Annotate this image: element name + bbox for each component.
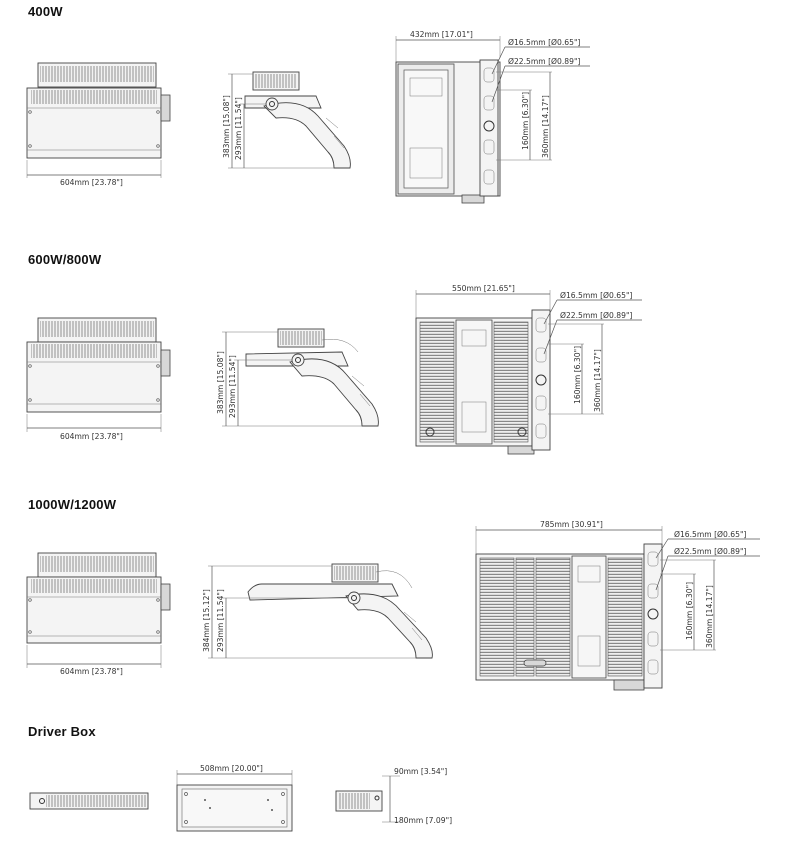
front-width-label-1000w-1200w: 604mm [23.78"]	[60, 667, 123, 676]
hole-small-label-600w-800w: Ø16.5mm [Ø0.65"]	[560, 291, 632, 300]
top-width-label-600w-800w: 550mm [21.65"]	[452, 284, 515, 293]
bracket-long-label-1000w-1200w: 360mm [14.17"]	[705, 585, 714, 648]
section-title-400w: 400W	[28, 4, 63, 19]
side-view-600w-800w	[245, 328, 379, 427]
bracket-short-label-1000w-1200w: 160mm [6.30"]	[685, 582, 694, 640]
hole-large-label-1000w-1200w: Ø22.5mm [Ø0.89"]	[674, 547, 746, 556]
section-title-600w-800w: 600W/800W	[28, 252, 102, 267]
driver-box-side-view: 90mm [3.54"] 180mm [7.09"]	[335, 767, 452, 825]
side-pivot-height-label-1000w-1200w: 293mm [11.54"]	[216, 589, 225, 652]
hole-small-label-400w: Ø16.5mm [Ø0.65"]	[508, 38, 580, 47]
hole-large-label-400w: Ø22.5mm [Ø0.89"]	[508, 57, 580, 66]
side-total-height-label-600w-800w: 383mm [15.08"]	[216, 351, 225, 414]
side-view-400w	[244, 71, 351, 169]
front-view-400w	[26, 62, 171, 159]
front-width-dimension-400w: 604mm [23.78"]	[26, 160, 162, 187]
top-dimensions-400w: 432mm [17.01"] Ø16.5mm [Ø0.65"] Ø22.5mm …	[395, 30, 590, 161]
top-dimensions-600w-800w: 550mm [21.65"] Ø16.5mm [Ø0.65"] Ø22.5mm …	[415, 284, 642, 415]
driver-box-length-label: 508mm [20.00"]	[200, 764, 263, 773]
top-view-600w-800w	[415, 309, 551, 455]
side-height-dimensions-400w: 383mm [15.08"] 293mm [11.54"]	[222, 73, 334, 169]
driver-box-height-label: 90mm [3.54"]	[394, 767, 447, 776]
driver-box-depth-label: 180mm [7.09"]	[394, 816, 452, 825]
side-total-height-label-400w: 383mm [15.08"]	[222, 95, 231, 158]
bracket-short-label-400w: 160mm [6.30"]	[521, 92, 530, 150]
bracket-short-label-600w-800w: 160mm [6.30"]	[573, 346, 582, 404]
hole-small-label-1000w-1200w: Ø16.5mm [Ø0.65"]	[674, 530, 746, 539]
top-view-400w	[395, 59, 501, 204]
front-width-dimension-1000w-1200w: 604mm [23.78"]	[26, 645, 162, 676]
bracket-long-label-600w-800w: 360mm [14.17"]	[593, 349, 602, 412]
top-width-label-400w: 432mm [17.01"]	[410, 30, 473, 39]
side-pivot-height-label-400w: 293mm [11.54"]	[234, 97, 243, 160]
front-width-label-600w-800w: 604mm [23.78"]	[60, 432, 123, 441]
side-total-height-label-1000w-1200w: 384mm [15.12"]	[202, 589, 211, 652]
hole-large-label-600w-800w: Ø22.5mm [Ø0.89"]	[560, 311, 632, 320]
side-pivot-height-label-600w-800w: 293mm [11.54"]	[228, 355, 237, 418]
front-view-1000w-1200w	[26, 552, 171, 644]
driver-box-front-view	[29, 792, 149, 810]
top-view-1000w-1200w	[475, 543, 663, 691]
driver-box-top-view: 508mm [20.00"]	[176, 764, 293, 832]
side-height-dimensions-600w-800w: 383mm [15.08"] 293mm [11.54"]	[216, 331, 362, 427]
front-view-600w-800w	[26, 317, 171, 413]
front-width-dimension-600w-800w: 604mm [23.78"]	[26, 414, 162, 441]
front-width-label-400w: 604mm [23.78"]	[60, 178, 123, 187]
top-dimensions-1000w-1200w: 785mm [30.91"] Ø16.5mm [Ø0.65"] Ø22.5mm …	[475, 520, 760, 651]
bracket-long-label-400w: 360mm [14.17"]	[541, 95, 550, 158]
section-title-1000w-1200w: 1000W/1200W	[28, 497, 117, 512]
section-title-driver-box: Driver Box	[28, 724, 96, 739]
side-height-dimensions-1000w-1200w: 384mm [15.12"] 293mm [11.54"]	[202, 565, 416, 659]
top-width-label-1000w-1200w: 785mm [30.91"]	[540, 520, 603, 529]
side-view-1000w-1200w	[247, 563, 433, 659]
